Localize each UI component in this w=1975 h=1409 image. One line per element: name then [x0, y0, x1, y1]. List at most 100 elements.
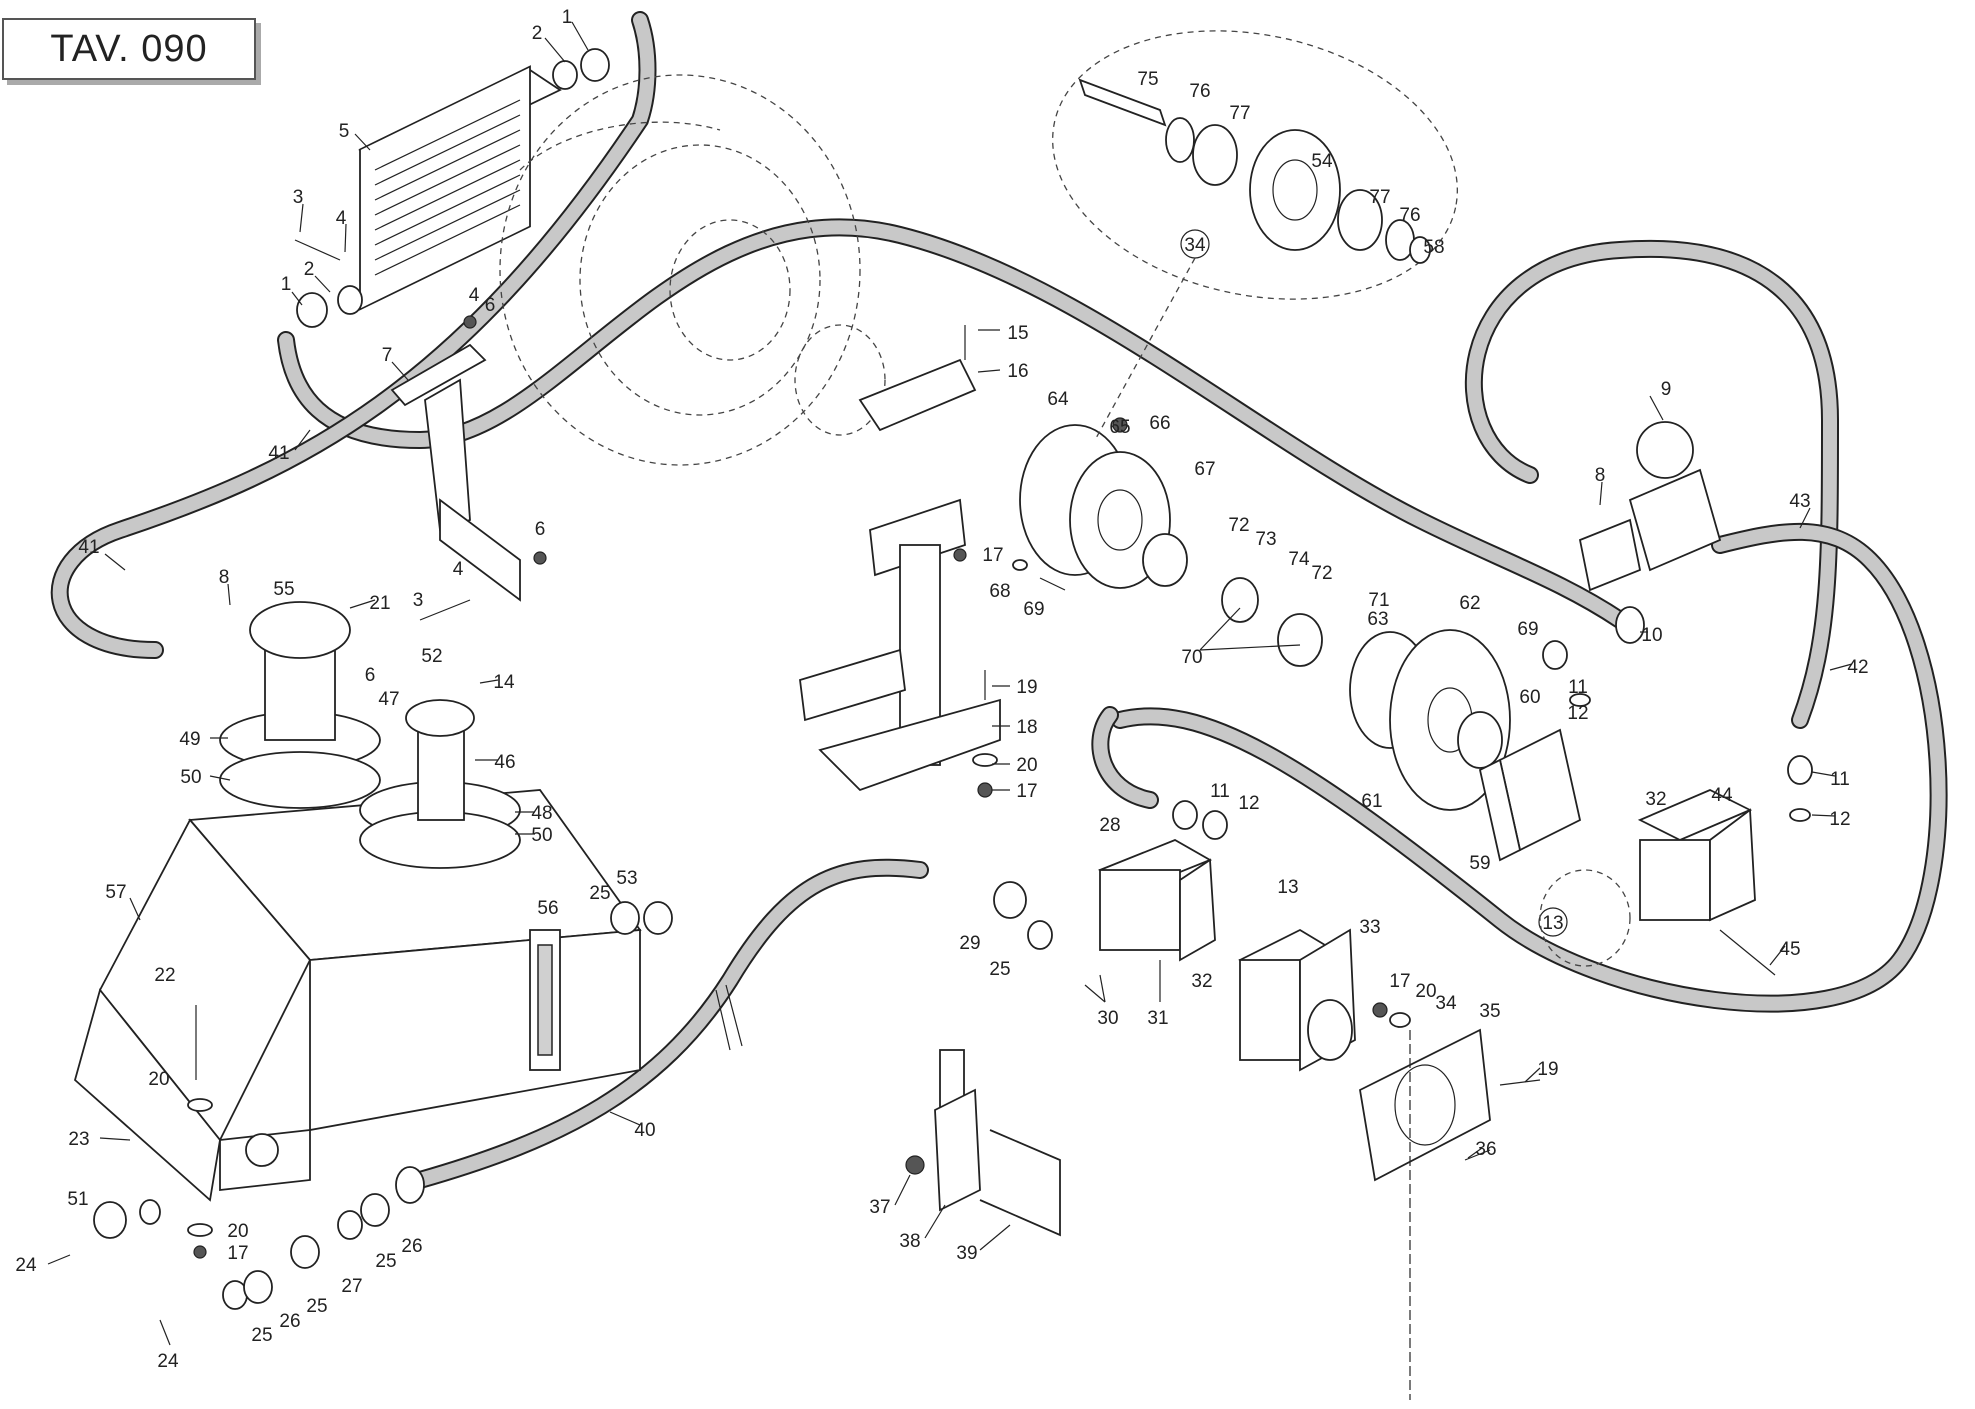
table-title-box: TAV. 090: [2, 18, 256, 80]
part-label-66: 66: [1149, 413, 1170, 434]
hardware: [93, 48, 1813, 1310]
hose-40: [411, 858, 929, 1189]
cooler-bracket: [390, 343, 521, 602]
part-label-53: 53: [616, 868, 637, 889]
part-label-12: 12: [1829, 809, 1850, 830]
part-label-6: 6: [535, 519, 546, 540]
part-label-47: 47: [378, 689, 399, 710]
part-label-6: 6: [485, 295, 496, 316]
part-label-25: 25: [589, 883, 610, 904]
part-label-2: 2: [532, 23, 543, 44]
part-label-11: 11: [1210, 781, 1230, 802]
part-label-26: 26: [401, 1236, 422, 1257]
part-label-37: 37: [869, 1197, 890, 1218]
oil-cooler: [358, 65, 562, 311]
part-label-68: 68: [989, 581, 1010, 602]
part-label-1: 1: [281, 274, 292, 295]
part-label-38: 38: [899, 1231, 920, 1252]
part-label-63: 63: [1367, 609, 1388, 630]
hose-upper-right: [1464, 240, 1840, 729]
u-bolt-assembly: [934, 1049, 1061, 1237]
pump-31: [1097, 839, 1216, 962]
part-label-32: 32: [1645, 789, 1666, 810]
part-label-35: 35: [1479, 1001, 1500, 1022]
shaft-assembly: [1052, 30, 1458, 300]
hose-41-left: [50, 11, 657, 659]
detail-callouts: [1094, 229, 1631, 967]
part-label-30: 30: [1097, 1008, 1118, 1029]
part-label-72: 72: [1311, 563, 1332, 584]
part-label-11: 11: [1830, 769, 1850, 790]
part-label-58: 58: [1423, 237, 1444, 258]
part-label-19: 19: [1537, 1059, 1558, 1080]
part-label-11: 11: [1568, 677, 1588, 698]
part-label-40: 40: [634, 1120, 655, 1141]
part-label-55: 55: [273, 579, 294, 600]
part-label-12: 12: [1238, 793, 1259, 814]
part-label-41: 41: [78, 537, 99, 558]
part-label-1: 1: [562, 7, 573, 28]
table-title: TAV. 090: [50, 27, 208, 70]
part-label-6: 6: [365, 665, 376, 686]
part-label-14: 14: [493, 672, 515, 693]
support-stand: [799, 358, 1001, 792]
part-label-2: 2: [304, 259, 315, 280]
hose-42: [1111, 522, 1948, 1013]
part-label-26: 26: [279, 1311, 300, 1332]
flange-65: [1019, 424, 1171, 589]
part-label-46: 46: [494, 752, 515, 773]
coupling-70: [1142, 533, 1323, 667]
part-label-65: 65: [1109, 417, 1130, 438]
part-label-34: 34: [1184, 235, 1206, 256]
part-label-72: 72: [1228, 515, 1249, 536]
filter-assembly: [219, 601, 381, 809]
part-label-17: 17: [1389, 971, 1410, 992]
part-label-17: 17: [227, 1243, 248, 1264]
part-label-76: 76: [1189, 81, 1210, 102]
part-label-39: 39: [956, 1243, 977, 1264]
part-label-27: 27: [341, 1276, 362, 1297]
fan-housing: [499, 74, 886, 466]
part-label-75: 75: [1137, 69, 1158, 90]
part-label-71: 71: [1368, 590, 1389, 611]
part-label-60: 60: [1519, 687, 1540, 708]
part-label-8: 8: [1595, 465, 1606, 486]
part-label-31: 31: [1147, 1008, 1168, 1029]
part-label-52: 52: [421, 646, 442, 667]
part-label-3: 3: [413, 590, 424, 611]
part-label-49: 49: [179, 729, 200, 750]
part-label-76: 76: [1399, 205, 1420, 226]
part-label-43: 43: [1789, 491, 1810, 512]
part-label-34: 34: [1435, 993, 1457, 1014]
part-label-54: 54: [1311, 151, 1333, 172]
part-label-62: 62: [1459, 593, 1480, 614]
pump-44: [1637, 789, 1756, 922]
part-label-77: 77: [1369, 187, 1390, 208]
part-label-23: 23: [68, 1129, 89, 1150]
part-label-21: 21: [369, 593, 390, 614]
part-label-70: 70: [1181, 647, 1202, 668]
leader-lines: [47, 21, 1853, 1346]
part-label-20: 20: [1016, 755, 1037, 776]
part-label-73: 73: [1255, 529, 1276, 550]
part-label-22: 22: [154, 965, 175, 986]
part-label-5: 5: [339, 121, 350, 142]
part-label-51: 51: [67, 1189, 88, 1210]
pump-bracket-59: [1478, 728, 1582, 862]
part-label-15: 15: [1007, 323, 1028, 344]
part-label-28: 28: [1099, 815, 1120, 836]
hose-41: [277, 218, 1629, 629]
part-label-25: 25: [989, 959, 1010, 980]
part-label-20: 20: [227, 1221, 248, 1242]
sight-glass: [529, 929, 561, 1071]
part-label-25: 25: [306, 1296, 327, 1317]
part-label-44: 44: [1711, 785, 1733, 806]
part-label-57: 57: [105, 882, 126, 903]
gearbox-33: [1238, 928, 1356, 1072]
part-label-7: 7: [382, 345, 393, 366]
part-label-18: 18: [1016, 717, 1037, 738]
part-label-25: 25: [251, 1325, 272, 1346]
part-label-50: 50: [531, 825, 552, 846]
